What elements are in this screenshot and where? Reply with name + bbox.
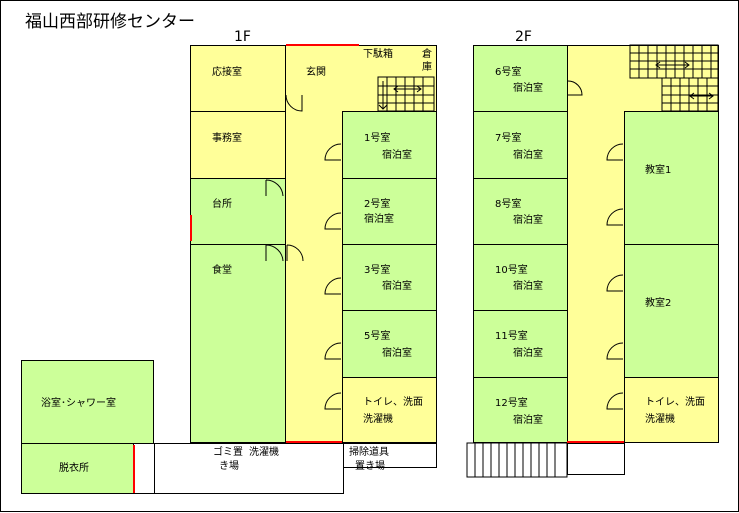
label-toilet-2f-line1: トイレ、洗面: [645, 397, 705, 408]
label-office: 事務室: [212, 133, 242, 144]
label-garbage-line2: き場: [219, 461, 239, 472]
area-cleaning: [343, 443, 437, 468]
label-room7-name: 7号室: [495, 133, 522, 144]
room-3: [342, 244, 437, 311]
label-dining: 食堂: [212, 265, 232, 276]
label-kitchen: 台所: [212, 199, 232, 210]
room-toilet-2f: [624, 377, 719, 443]
door-icons: [265, 80, 624, 410]
label-room2-type: 宿泊室: [364, 214, 394, 225]
label-cleaning-line1: 掃除道具: [349, 447, 389, 458]
label-room8-name: 8号室: [495, 199, 522, 210]
red-lines: [133, 44, 624, 493]
label-room10-name: 10号室: [495, 265, 528, 276]
room-7: [473, 111, 568, 179]
floor-label-1f: 1F: [234, 29, 251, 45]
label-entrance: 玄関: [306, 67, 326, 78]
label-shoe-box: 下駄箱: [363, 49, 393, 60]
label-classroom-1: 教室1: [645, 165, 672, 176]
stairs-2f-bottom: [466, 442, 568, 478]
stairs-2f: [629, 44, 719, 112]
label-storage-1: 倉: [422, 49, 432, 60]
label-garbage-line1: ゴミ置: [213, 447, 243, 458]
label-room1-name: 1号室: [364, 133, 391, 144]
room-dining: [190, 244, 286, 443]
label-room11-type: 宿泊室: [513, 348, 543, 359]
label-room3-type: 宿泊室: [382, 281, 412, 292]
label-toilet-1f-line1: トイレ、洗面: [363, 397, 423, 408]
label-room11-name: 11号室: [495, 331, 528, 342]
room-5: [342, 310, 437, 378]
label-cleaning-line2: 置き場: [355, 461, 385, 472]
room-11: [473, 310, 568, 378]
label-room7-type: 宿泊室: [513, 150, 543, 161]
label-classroom-2: 教室2: [645, 298, 672, 309]
label-room8-type: 宿泊室: [513, 215, 543, 226]
label-toilet-2f-line2: 洗濯機: [645, 414, 675, 425]
label-room6-type: 宿泊室: [513, 83, 543, 94]
label-room3-name: 3号室: [364, 265, 391, 276]
label-storage-2: 庫: [422, 62, 432, 73]
passage-2f: [567, 443, 625, 475]
label-room1-type: 宿泊室: [382, 150, 412, 161]
label-room10-type: 宿泊室: [513, 281, 543, 292]
page-title: 福山西部研修センター: [25, 12, 195, 32]
arrow-icon: [393, 85, 422, 93]
area-garbage: [154, 443, 344, 494]
floor-label-2f: 2F: [515, 29, 532, 45]
room-classroom-2: [624, 244, 719, 378]
label-laundry: 洗濯機: [249, 447, 279, 458]
stairs-1f: [377, 76, 435, 112]
label-reception: 応接室: [212, 67, 242, 78]
label-toilet-1f-line2: 洗濯機: [363, 414, 393, 425]
label-bath: 浴室･シャワー室: [41, 398, 116, 409]
label-room2-name: 2号室: [364, 199, 391, 210]
room-8: [473, 178, 568, 245]
arrow-icon: [655, 61, 714, 100]
room-toilet-1f: [342, 377, 437, 443]
label-room5-name: 5号室: [364, 331, 391, 342]
label-dressing: 脱衣所: [59, 463, 89, 474]
label-room12-type: 宿泊室: [513, 415, 543, 426]
label-room12-name: 12号室: [495, 398, 528, 409]
room-reception: [190, 45, 286, 112]
room-12: [473, 377, 568, 443]
label-room6-name: 6号室: [495, 67, 522, 78]
label-room5-type: 宿泊室: [382, 348, 412, 359]
